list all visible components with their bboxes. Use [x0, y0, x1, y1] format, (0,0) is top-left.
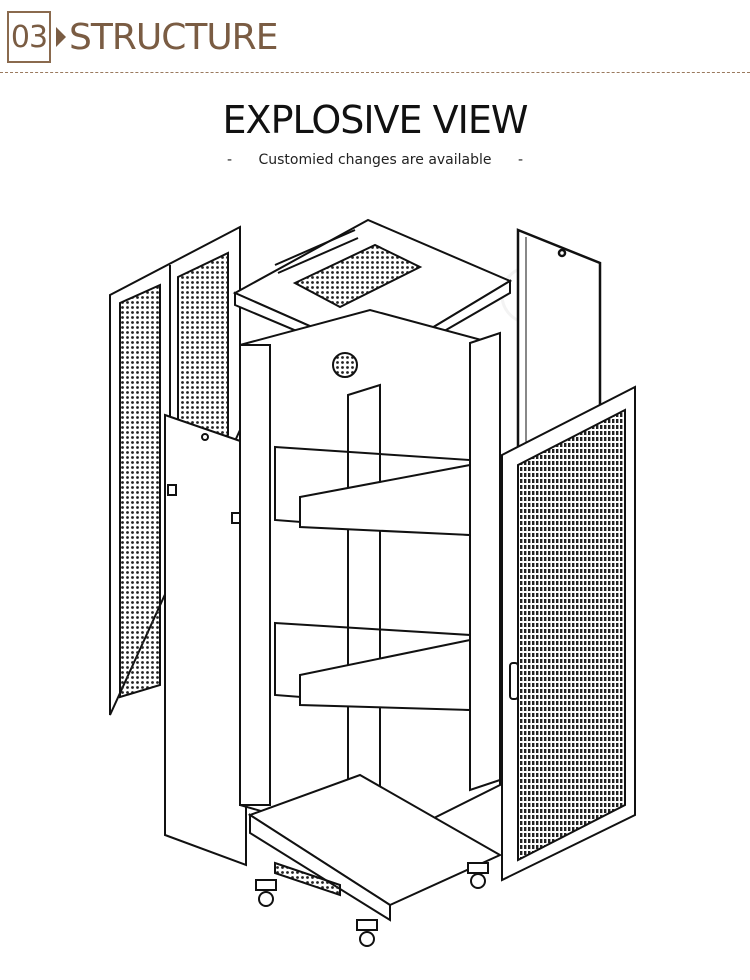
cabinet-base-icon: [247, 773, 503, 922]
section-title: STRUCTURE: [69, 17, 278, 58]
subtitle-text: Customied changes are available: [258, 152, 492, 168]
section-number: 03: [10, 19, 48, 55]
page-title: EXPLOSIVE VIEW: [222, 98, 529, 142]
section-number-box: 03: [7, 11, 51, 63]
cabinet-frame-icon: [239, 308, 501, 857]
section-header: 03 STRUCTURE: [0, 0, 750, 72]
front-door-mesh-icon: [501, 385, 636, 882]
caster-wheel-icon: [255, 862, 489, 947]
dashed-divider: [0, 72, 750, 73]
play-arrow-icon: [56, 27, 66, 47]
exploded-cabinet-diagram: [109, 218, 636, 947]
subtitle-dash-left: -: [226, 152, 233, 168]
left-side-door-icon: [164, 413, 247, 867]
subtitle-dash-right: -: [517, 152, 524, 168]
page-subtitle: - Customied changes are available -: [0, 152, 750, 168]
